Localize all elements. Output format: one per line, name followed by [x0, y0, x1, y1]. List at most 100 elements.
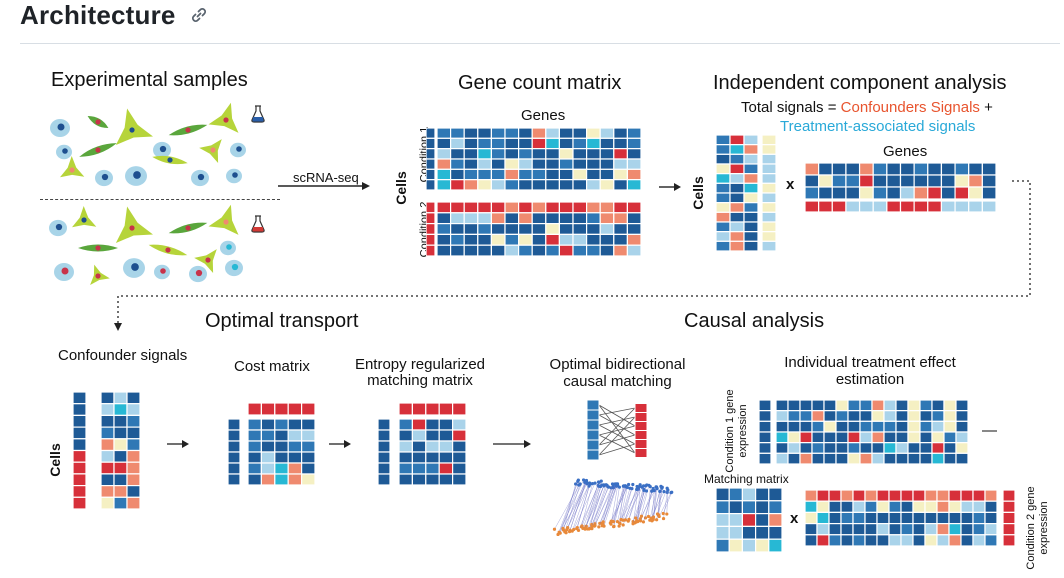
- matrix-cell: [451, 419, 466, 431]
- matrix-cell: [426, 244, 435, 256]
- cloud-point-blue: [598, 484, 603, 489]
- cell-nucleus: [226, 244, 232, 250]
- matrix-cell: [759, 400, 771, 412]
- dotted-connector: [114, 180, 1031, 331]
- matrix-cell: [816, 534, 830, 546]
- matrix-cell: [754, 538, 770, 552]
- cell-nucleus: [101, 173, 109, 181]
- matrix-cell: [811, 400, 825, 412]
- matrix-cell: [517, 137, 533, 150]
- matrix-cell: [762, 240, 776, 251]
- matrix-cell: [287, 403, 303, 415]
- matrix-cell: [943, 452, 957, 464]
- matrix-cell: [274, 429, 289, 442]
- cloud-point-blue: [625, 485, 629, 489]
- matrix-cell: [626, 137, 641, 150]
- matrix-cell: [228, 451, 240, 464]
- matrix-cell: [776, 431, 789, 444]
- matrix-cell: [871, 420, 885, 433]
- matrix-cell: [426, 128, 435, 139]
- matrix-cell: [716, 513, 730, 528]
- matrix-cell: [883, 431, 897, 444]
- cloud-point-orange: [618, 521, 622, 526]
- matrix-cell: [913, 163, 929, 176]
- matrix-cell: [101, 473, 115, 487]
- matrix-cell: [477, 137, 492, 150]
- matrix-cell: [73, 461, 86, 475]
- matrix-cell: [274, 462, 289, 475]
- matrix-cell: [425, 429, 440, 442]
- branched-cell: [72, 206, 97, 228]
- matrix-cell: [859, 420, 873, 433]
- matrix-cell: [613, 148, 629, 160]
- matrix-cell: [828, 511, 842, 525]
- matrix-cell: [274, 440, 289, 453]
- cloud-edge: [569, 481, 586, 531]
- matrix-cell: [101, 484, 115, 498]
- title-divider: [20, 43, 1060, 44]
- matrix-cell: [816, 500, 830, 513]
- matrix-cell: [73, 496, 86, 509]
- matrix-cell: [984, 511, 997, 525]
- cloud-edge: [571, 482, 590, 532]
- cloud-point-orange: [621, 523, 625, 527]
- matrix-cell: [805, 163, 820, 176]
- matrix-cell: [936, 522, 950, 536]
- matrix-cell: [599, 128, 615, 139]
- matrix-cell: [759, 410, 771, 422]
- matrix-cell: [451, 462, 466, 475]
- matrix-cell: [840, 522, 854, 536]
- matrix-cell: [883, 410, 897, 422]
- scrna-seq-label: scRNA-seq: [293, 170, 359, 185]
- matrix-cell: [426, 179, 435, 190]
- matrix-cell: [101, 414, 115, 428]
- matrix-cell: [759, 431, 771, 444]
- matrix-cell: [716, 153, 731, 165]
- matrix-cell: [517, 158, 533, 170]
- matrix-cell: [572, 128, 588, 139]
- matrix-cell: [73, 449, 86, 463]
- cloud-edge: [666, 489, 669, 515]
- matrix-cell: [113, 496, 128, 509]
- entropy-left-col: [378, 419, 390, 485]
- cloud-point-blue: [658, 489, 662, 493]
- ica-mixing-matrix: [716, 135, 758, 251]
- matrix-cell: [425, 473, 440, 485]
- cloud-edge: [619, 488, 631, 524]
- matrix-cell: [845, 163, 861, 176]
- matrix-cell: [287, 451, 303, 464]
- matrix-cell: [823, 452, 837, 464]
- matrix-cell: [984, 490, 997, 502]
- cloud-point-orange: [657, 514, 661, 519]
- cell-nucleus: [223, 219, 229, 225]
- matrix-cell: [425, 403, 440, 415]
- cloud-edge: [594, 487, 612, 526]
- matrix-cell: [274, 419, 289, 431]
- matrix-cell: [378, 451, 390, 464]
- matrix-cell: [300, 403, 315, 415]
- matrix-cell: [437, 148, 452, 160]
- matrix-cell: [451, 451, 466, 464]
- matrix-cell: [545, 128, 561, 139]
- matrix-cell: [876, 500, 890, 513]
- match-edge: [598, 425, 636, 436]
- matrix-cell: [613, 158, 629, 170]
- ite-label: Individual treatment effect estimation: [784, 354, 956, 388]
- matrix-cell: [426, 148, 435, 160]
- matrix-cell: [490, 128, 506, 139]
- cond1-expr-label: Condition 1 gene expression: [724, 389, 749, 473]
- matrix-cell: [531, 128, 547, 139]
- matrix-cell: [787, 442, 801, 454]
- matrix-cell: [73, 438, 86, 452]
- matrix-cell: [517, 128, 533, 139]
- matrix-cell: [762, 135, 776, 146]
- matrix-cell: [490, 137, 506, 150]
- matrix-cell: [248, 440, 262, 453]
- matrix-cell: [960, 511, 974, 525]
- matrix-cell: [438, 473, 454, 485]
- matrix-cell: [545, 158, 561, 170]
- ite-times: x: [790, 510, 799, 527]
- link-icon[interactable]: [189, 5, 209, 25]
- matrix-cell: [126, 484, 140, 498]
- matrix-cell: [972, 500, 986, 513]
